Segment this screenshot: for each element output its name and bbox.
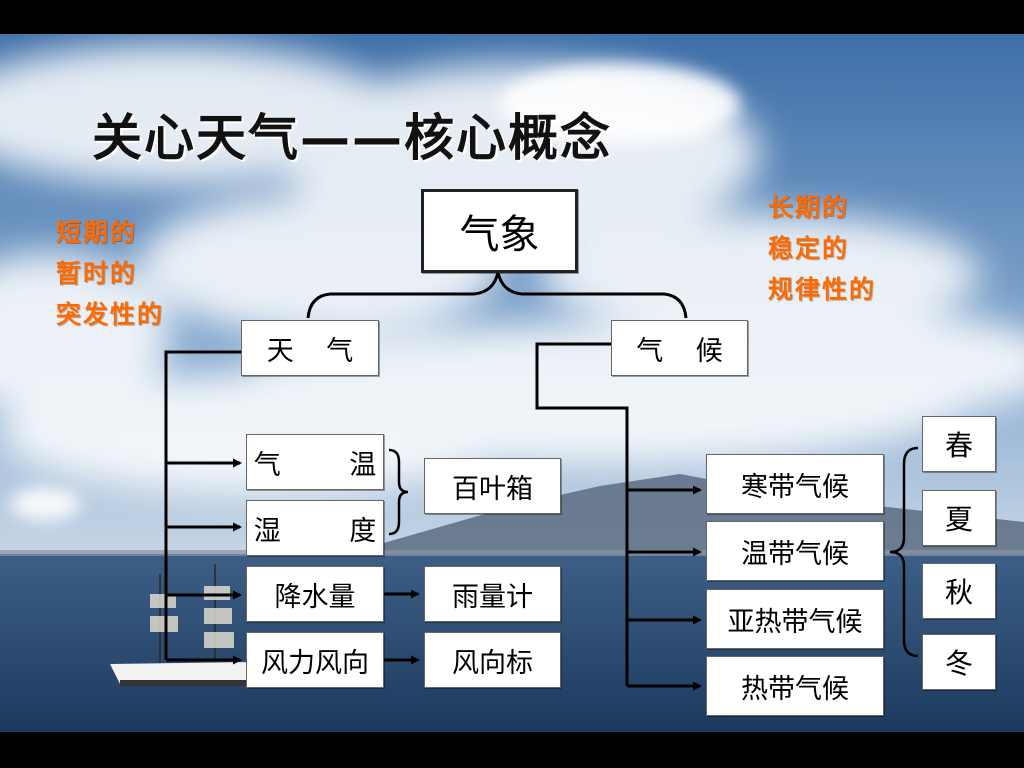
short-term-note: 短期的 暂时的 突发性的 (56, 212, 164, 335)
short-term-note-line: 突发性的 (56, 300, 165, 329)
rain-gauge-box: 雨量计 (424, 566, 561, 622)
louver-box-instrument: 百叶箱 (424, 458, 561, 514)
wind-vane-box: 风向标 (424, 632, 561, 688)
precipitation-box: 降水量 (246, 566, 384, 622)
slide-title: 关心天气——核心概念 (92, 109, 612, 167)
long-term-note-line: 稳定的 (768, 234, 850, 263)
top-black-bar (0, 0, 1024, 34)
weather-box: 天 气 (241, 320, 379, 376)
temperate-zone-box: 温带气候 (706, 521, 884, 581)
long-term-note-line: 长期的 (768, 193, 850, 222)
short-term-note-line: 短期的 (56, 218, 138, 247)
subtropical-zone-box: 亚热带气候 (706, 589, 884, 649)
frigid-zone-box: 寒带气候 (706, 454, 884, 514)
season-spring-box: 春 (922, 416, 996, 472)
temperature-box: 气 温 (246, 434, 384, 490)
season-autumn-box: 秋 (922, 563, 996, 619)
climate-box: 气 候 (611, 320, 748, 376)
bottom-black-bar (0, 732, 1024, 768)
season-winter-box: 冬 (922, 634, 996, 690)
short-term-note-line: 暂时的 (56, 259, 138, 288)
wind-box: 风力风向 (246, 632, 384, 688)
tropical-zone-box: 热带气候 (706, 656, 884, 716)
root-concept-box: 气象 (421, 189, 578, 273)
long-term-note: 长期的 稳定的 规律性的 (768, 187, 876, 310)
humidity-box: 湿 度 (246, 500, 384, 556)
season-summer-box: 夏 (922, 490, 996, 546)
long-term-note-line: 规律性的 (768, 275, 877, 304)
